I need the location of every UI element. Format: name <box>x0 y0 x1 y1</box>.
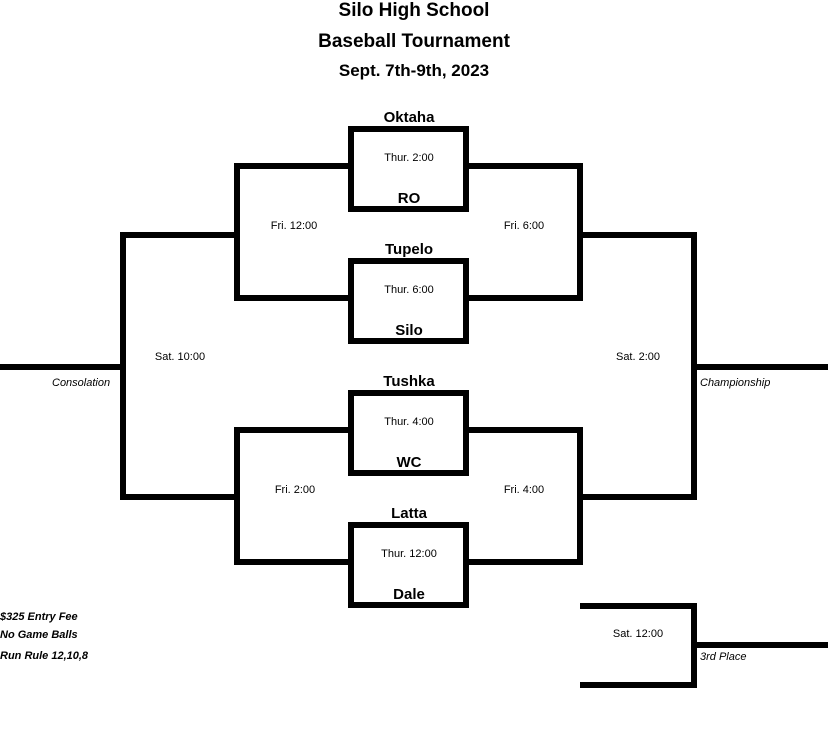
team-oktaha: Oktaha <box>383 109 435 126</box>
game-time: Sat. 10:00 <box>154 351 206 363</box>
game-time: Thur. 4:00 <box>384 416 434 428</box>
team-ro: RO <box>397 190 421 207</box>
game-box-4 <box>348 522 469 608</box>
bracket-fri-left-bottom <box>234 427 348 565</box>
note-run-rule: Run Rule 12,10,8 <box>0 650 89 662</box>
bracket-sat-left <box>120 232 237 500</box>
game-box-3 <box>348 390 469 476</box>
game-time: Sat. 12:00 <box>612 628 664 640</box>
bracket-fri-right-bottom <box>469 427 583 565</box>
game-time: Fri. 6:00 <box>503 220 545 232</box>
game-time: Thur. 2:00 <box>384 152 434 164</box>
team-latta: Latta <box>391 505 427 522</box>
game-box-1 <box>348 126 469 212</box>
game-time: Fri. 12:00 <box>270 220 318 232</box>
game-box-2 <box>348 258 469 344</box>
note-entry-fee: $325 Entry Fee <box>0 611 78 623</box>
note-game-balls: No Game Balls <box>0 629 78 641</box>
team-wc: WC <box>396 454 422 471</box>
game-time: Sat. 2:00 <box>615 351 661 363</box>
bracket-fri-left-top <box>234 163 348 301</box>
title-event: Baseball Tournament <box>318 31 510 52</box>
third-place-label: 3rd Place <box>700 651 747 663</box>
consolation-label: Consolation <box>52 377 111 389</box>
game-time: Fri. 2:00 <box>274 484 316 496</box>
title-dates: Sept. 7th-9th, 2023 <box>338 61 490 80</box>
game-time: Thur. 6:00 <box>384 284 434 296</box>
championship-label: Championship <box>700 377 771 389</box>
team-tushka: Tushka <box>383 373 435 390</box>
team-dale: Dale <box>393 586 425 603</box>
game-time: Thur. 12:00 <box>381 548 437 560</box>
team-tupelo: Tupelo <box>384 241 434 258</box>
bracket-sat-right <box>580 232 697 500</box>
title-school: Silo High School <box>338 0 490 21</box>
team-silo: Silo <box>395 322 423 339</box>
game-time: Fri. 4:00 <box>503 484 545 496</box>
bracket-third-place <box>580 603 697 688</box>
bracket-fri-right-top <box>469 163 583 301</box>
